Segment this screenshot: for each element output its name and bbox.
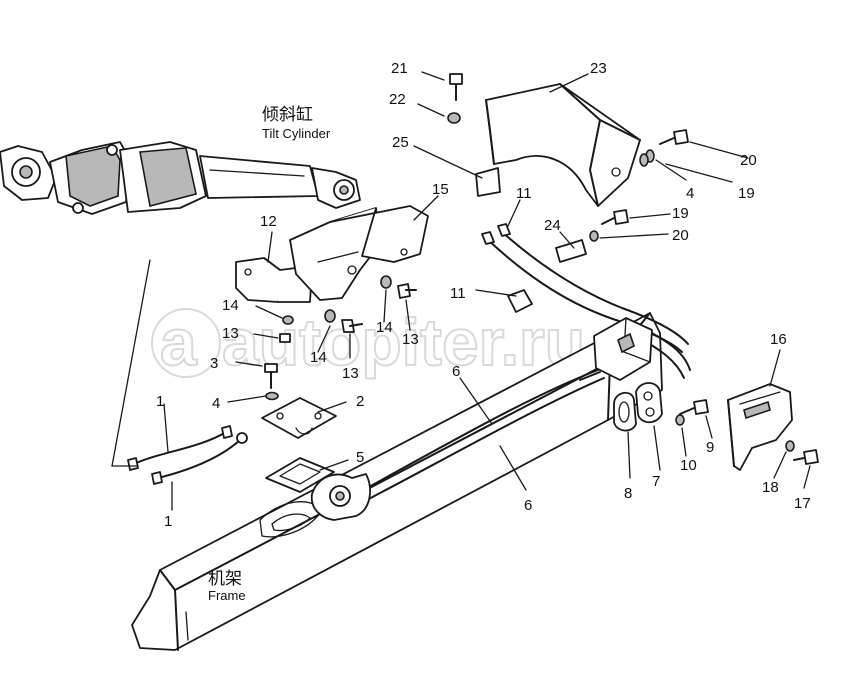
callout-4-upper: 4: [686, 185, 694, 202]
washer-22: [447, 112, 461, 124]
cover-plate-2: [261, 397, 337, 439]
callout-8: 8: [624, 485, 632, 502]
tilt-cylinder-caption-en: Tilt Cylinder: [262, 126, 331, 141]
callout-14-b: 14: [310, 349, 327, 366]
callout-16: 16: [770, 331, 787, 348]
callout-17: 17: [794, 495, 811, 512]
tilt-cylinder: [0, 141, 361, 215]
callout-15: 15: [432, 181, 449, 198]
callout-23: 23: [590, 60, 607, 77]
bolt-13-c: [397, 283, 417, 299]
bracket-16: [727, 383, 793, 471]
flange-7: [635, 382, 663, 424]
callout-24: 24: [544, 217, 561, 234]
callout-2: 2: [356, 393, 364, 410]
callout-5: 5: [356, 449, 364, 466]
callout-14-c: 14: [376, 319, 393, 336]
washer-19-upper: [639, 153, 649, 167]
bolt-13-b: [341, 319, 363, 333]
washer-10: [675, 414, 685, 426]
frame-cylinder-mount: [310, 473, 371, 521]
callout-6-upper: 6: [452, 363, 460, 380]
washer-14-a: [282, 315, 294, 325]
callout-13-b: 13: [342, 365, 359, 382]
washer-20-lower: [589, 230, 599, 242]
watermark-logo: a: [160, 305, 198, 379]
frame-valve-block: [593, 317, 653, 381]
bracket-25: [475, 167, 501, 197]
frame-caption-en: Frame: [208, 588, 246, 603]
callout-18: 18: [762, 479, 779, 496]
callout-9: 9: [706, 439, 714, 456]
callout-25: 25: [392, 134, 409, 151]
bolt-21: [449, 73, 463, 101]
callout-13-a: 13: [222, 325, 239, 342]
leader-lines: [163, 71, 811, 511]
tilt-cylinder-caption-cn: 倾斜缸: [262, 104, 313, 125]
callout-13-c: 13: [402, 331, 419, 348]
hose-1-upper: [127, 425, 233, 471]
callout-3: 3: [210, 355, 218, 372]
bolt-13-a: [279, 333, 291, 343]
washer-14-c: [380, 275, 392, 289]
callout-14-a: 14: [222, 297, 239, 314]
bolt-17: [793, 449, 819, 465]
gasket-5: [265, 457, 335, 493]
bracket-15: [289, 205, 429, 301]
callout-11-upper: 11: [516, 185, 532, 202]
callout-11-lower: 11: [450, 285, 466, 302]
callout-20-lower: 20: [672, 227, 689, 244]
bracket-24: [555, 239, 587, 263]
callout-20-upper: 20: [740, 152, 757, 169]
gasket-8: [613, 391, 637, 432]
callout-10: 10: [680, 457, 697, 474]
callout-1-upper: 1: [156, 393, 164, 410]
callout-21: 21: [391, 60, 408, 77]
cover-23: [485, 83, 641, 207]
washer-4: [265, 391, 279, 401]
callout-6-lower: 6: [524, 497, 532, 514]
bolt-20-upper: [659, 129, 689, 145]
hose-1-lower: [151, 432, 248, 485]
callout-19-lower: 19: [672, 205, 689, 222]
callout-labels: 21 22 25 23 15 12 20 4 19 19 20 24 11 11…: [156, 60, 811, 530]
bolt-9: [679, 399, 709, 415]
callout-19-upper: 19: [738, 185, 755, 202]
washer-14-b: [324, 309, 336, 323]
callout-7: 7: [652, 473, 660, 490]
leader-lines-left: [111, 259, 151, 467]
frame-caption-cn: 机架: [208, 569, 242, 589]
callout-1-lower: 1: [164, 513, 172, 530]
bolt-19-lower: [601, 209, 629, 225]
washer-18: [785, 440, 795, 452]
bolt-3: [264, 363, 278, 389]
callout-12: 12: [260, 213, 277, 230]
callout-22: 22: [389, 91, 406, 108]
callout-4-lower: 4: [212, 395, 220, 412]
